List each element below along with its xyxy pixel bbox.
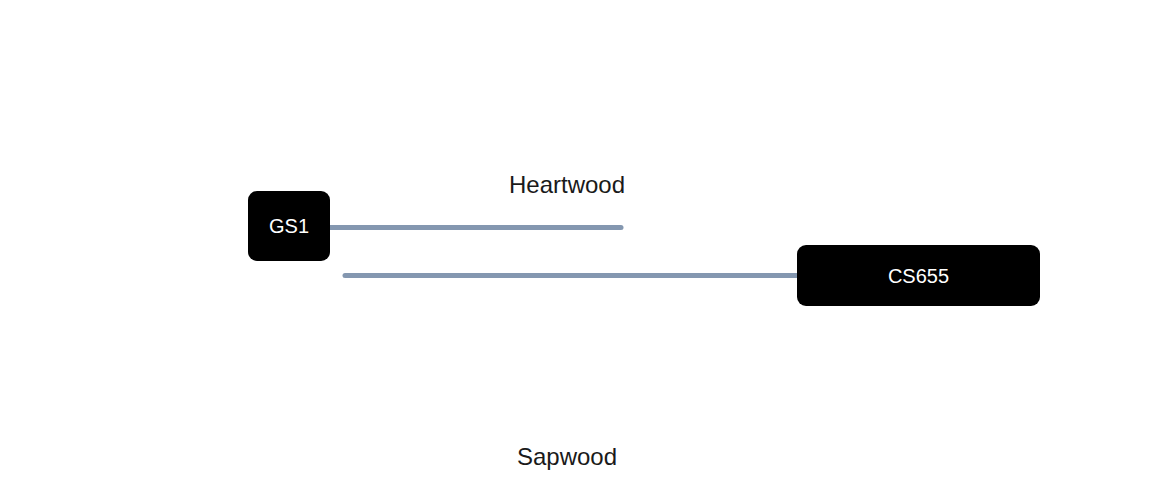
- sensor-cable: [1040, 266, 1157, 386]
- heartwood-core: Heartwood: [413, 118, 733, 438]
- heartwood-core-outline: [413, 118, 733, 438]
- heartwood-core-fill: [413, 118, 733, 438]
- wood-label: Heartwood: [509, 171, 625, 199]
- sensor-cable: [12, 92, 250, 239]
- sapwood-ring-outline: [351, 56, 783, 480]
- gs1-sensor: GS1: [248, 191, 330, 261]
- bark-ring: [337, 42, 797, 480]
- sapwood-ring-fill: [351, 56, 783, 480]
- wood-label: Sapwood: [517, 443, 617, 471]
- sensor-probe: [330, 225, 621, 230]
- sensor-label: CS655: [888, 264, 949, 288]
- sensor-label: GS1: [269, 214, 309, 238]
- cs655-sensor: CS655: [797, 245, 1040, 306]
- sapwood-ring: Sapwood Heartwood: [351, 56, 783, 480]
- sensor-probe: [345, 273, 797, 278]
